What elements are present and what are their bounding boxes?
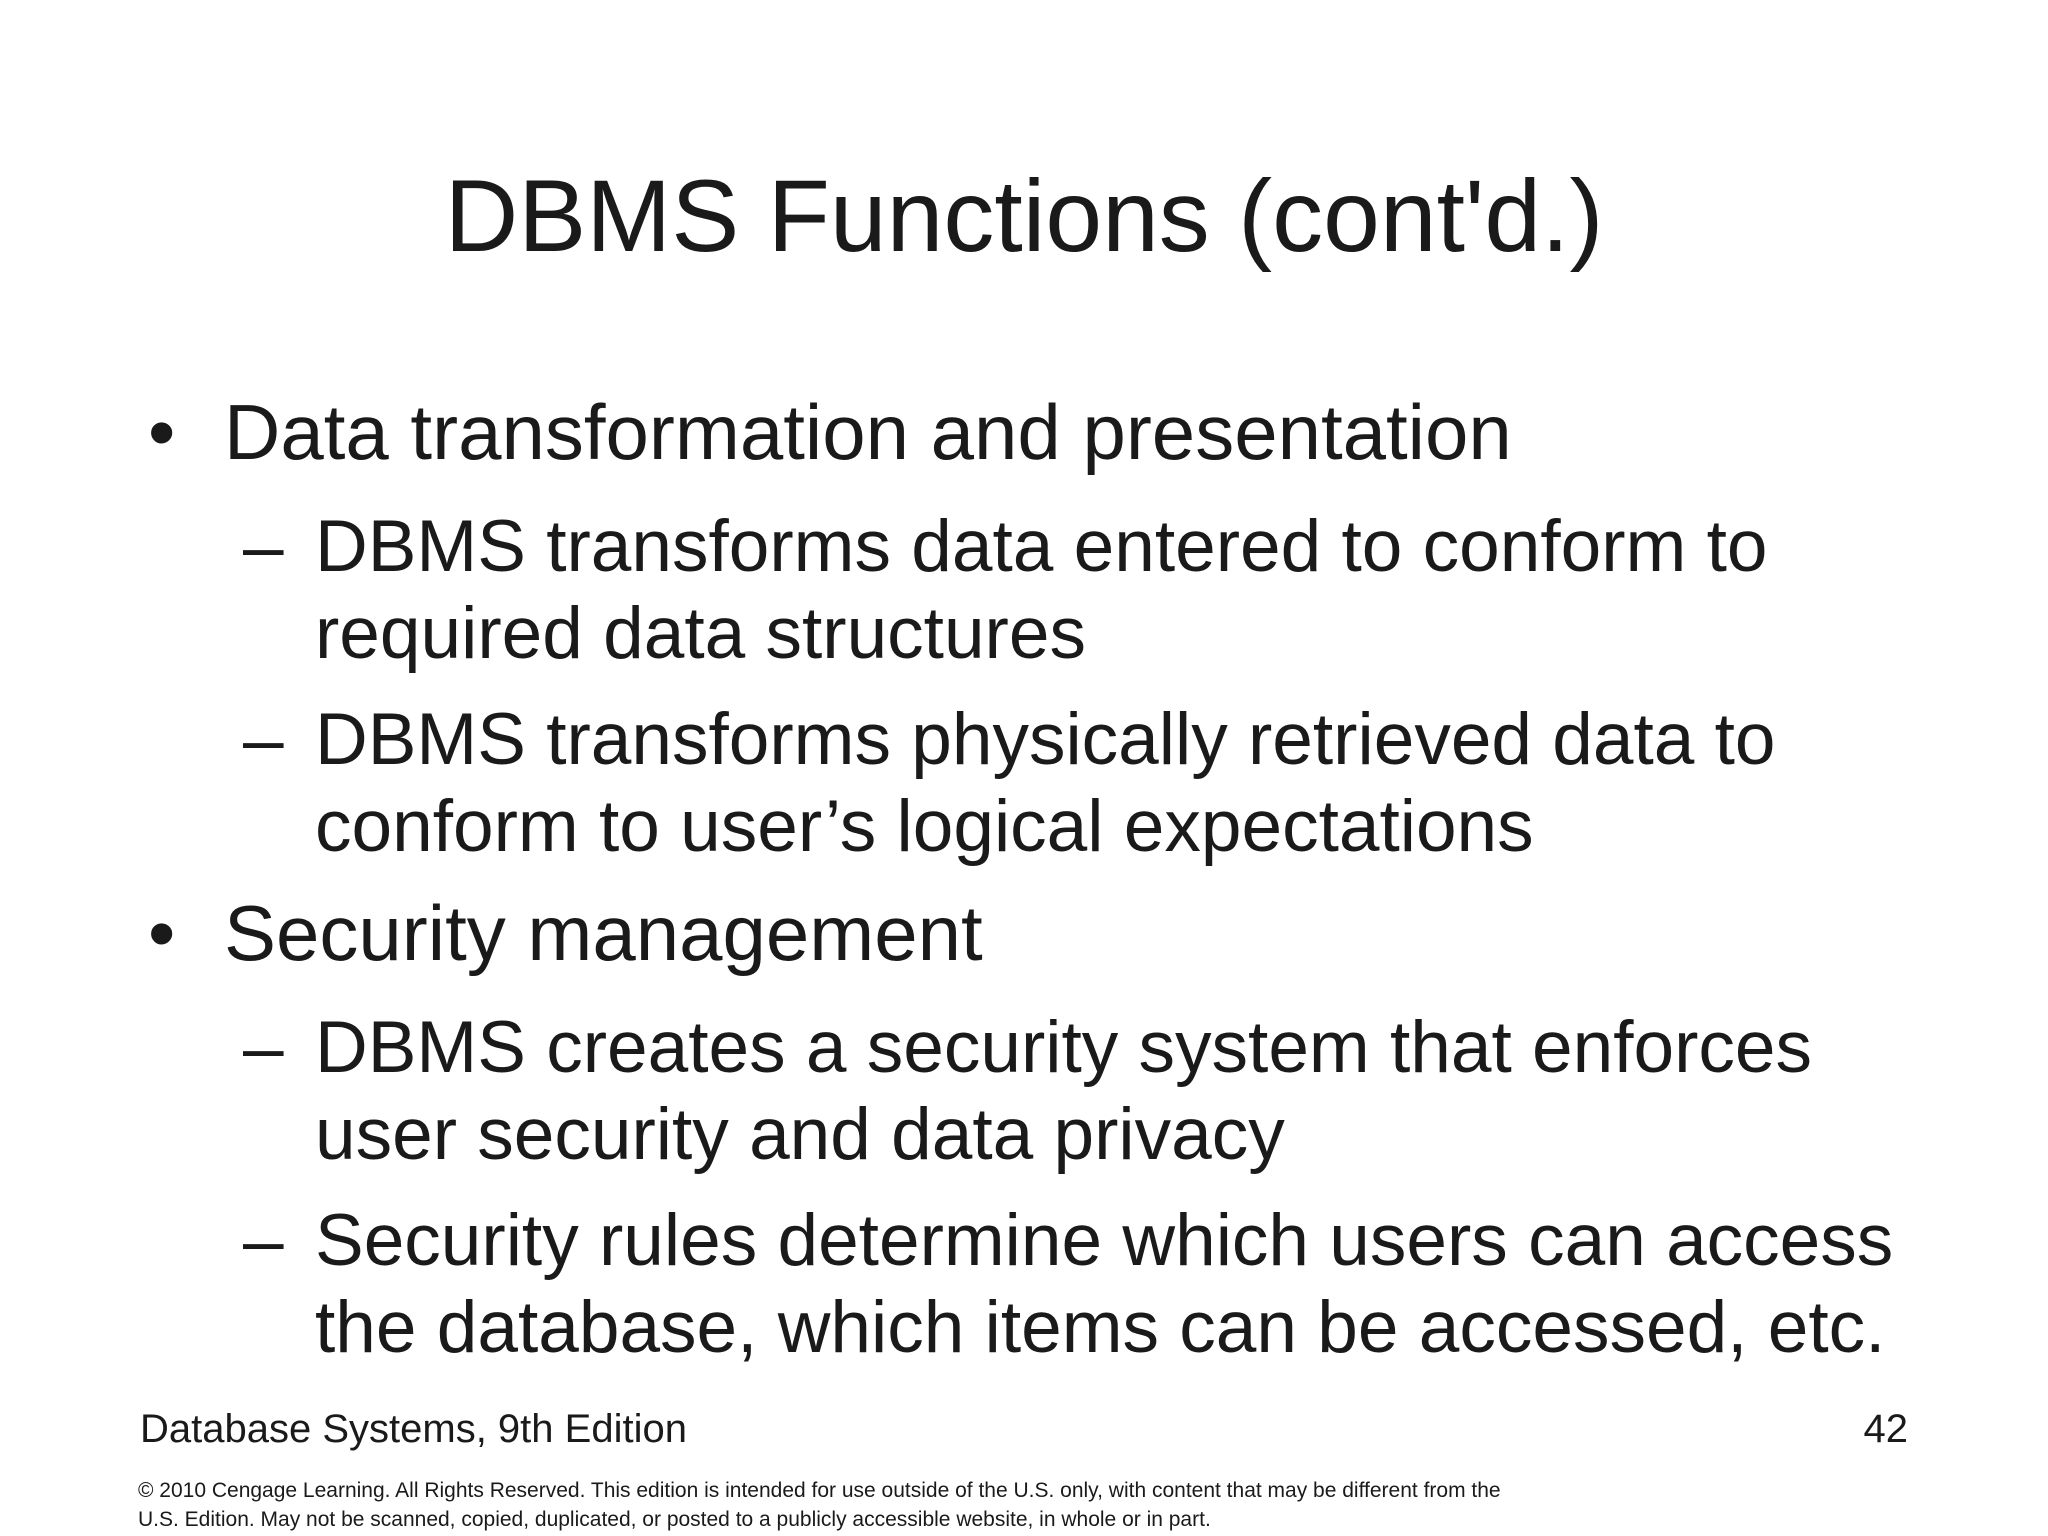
page-number: 42: [1863, 1407, 1909, 1451]
bullet-item: – DBMS creates a security system that en…: [0, 1004, 2048, 1178]
bullet-text: Data transformation and presentation: [224, 388, 1512, 476]
bullet-item: – DBMS transforms physically retrieved d…: [0, 696, 2048, 870]
dash-icon: –: [243, 1200, 284, 1281]
bullet-text: Security rules determine which users can…: [315, 1200, 1894, 1368]
page-title: DBMS Functions (cont'd.): [444, 159, 1604, 273]
bullet-text: DBMS transforms data entered to conform …: [315, 506, 1768, 674]
bullet-item: • Security management: [0, 889, 2048, 977]
footer-book-title: Database Systems, 9th Edition: [140, 1407, 687, 1451]
bullet-text: DBMS transforms physically retrieved dat…: [315, 699, 1776, 867]
bullet-text: DBMS creates a security system that enfo…: [315, 1007, 1813, 1175]
bullet-item: • Data transformation and presentation: [0, 388, 2048, 476]
bullet-item: – DBMS transforms data entered to confor…: [0, 503, 2048, 677]
dash-icon: –: [243, 699, 284, 780]
bullet-list: • Data transformation and presentation –…: [0, 388, 2048, 1390]
copyright-notice: © 2010 Cengage Learning. All Rights Rese…: [138, 1476, 1501, 1534]
copyright-line-2: U.S. Edition. May not be scanned, copied…: [138, 1508, 1211, 1531]
dash-icon: –: [243, 1007, 284, 1088]
bullet-icon: •: [148, 889, 176, 977]
bullet-item: – Security rules determine which users c…: [0, 1197, 2048, 1371]
copyright-line-1: © 2010 Cengage Learning. All Rights Rese…: [138, 1479, 1501, 1502]
bullet-icon: •: [148, 388, 176, 476]
bullet-text: Security management: [224, 889, 983, 977]
dash-icon: –: [243, 506, 284, 587]
